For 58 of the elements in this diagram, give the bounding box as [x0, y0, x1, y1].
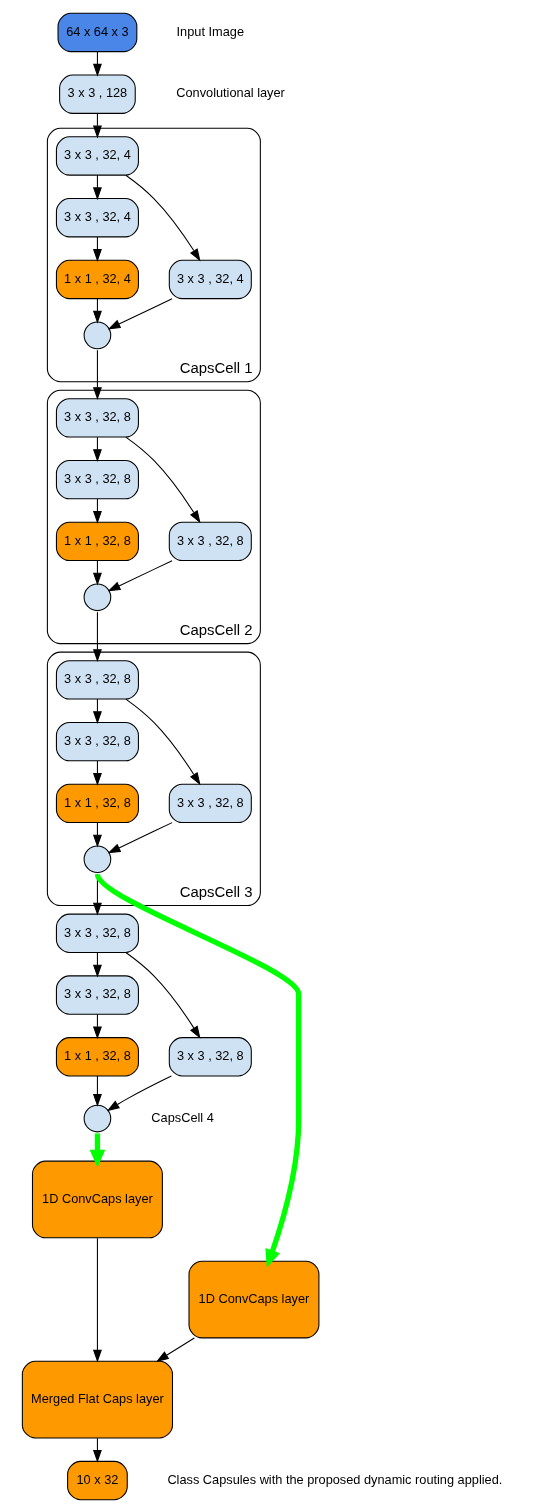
arrow: [125, 436, 201, 523]
arrow: [92, 821, 102, 848]
arrow: [92, 497, 102, 524]
node-box: 3 x 3 , 32, 4: [55, 197, 139, 237]
node-box: 10 x 32: [67, 1460, 128, 1500]
arrow: [107, 821, 173, 853]
arrow: [89, 1132, 106, 1168]
node-box: 1D ConvCaps layer: [31, 1160, 163, 1238]
arrow: [92, 235, 102, 262]
arrow: [92, 297, 102, 324]
arrow: [106, 1075, 172, 1111]
arrow: [92, 1013, 102, 1039]
arrow: [156, 1336, 195, 1362]
arrow: [92, 1075, 102, 1107]
arrow: [92, 611, 102, 662]
arrow: [92, 559, 102, 586]
node-box: 1 x 1 , 32, 4: [55, 259, 139, 299]
arrow: [92, 50, 102, 77]
node-box: 3 x 3 , 32, 4: [168, 259, 252, 299]
node-box: 1D ConvCaps layer: [188, 1260, 320, 1338]
node-label: Class Capsules with the proposed dynamic routing applied.: [167, 1471, 503, 1487]
arrow: [92, 349, 102, 400]
arrow: [125, 951, 201, 1039]
node-box: 3 x 3 , 128: [59, 74, 136, 114]
node-circle: [83, 844, 112, 873]
node-box: 3 x 3 , 32, 8: [168, 521, 252, 561]
node-box: 3 x 3 , 32, 8: [55, 459, 139, 499]
arrow: [125, 174, 201, 261]
node-box: 1 x 1 , 32, 8: [55, 783, 139, 823]
arrow: [92, 1437, 102, 1463]
arrow: [92, 174, 102, 200]
arrow: [107, 297, 173, 329]
node-box: 3 x 3 , 32, 8: [55, 721, 139, 761]
arrow: [92, 112, 102, 138]
node-circle: [83, 321, 112, 349]
node-box: 64 x 64 x 3: [57, 12, 138, 52]
label: CapsCell 4: [151, 1109, 214, 1125]
node-label: Convolutional layer: [176, 84, 285, 100]
arrow: [125, 698, 201, 785]
node-box: 3 x 3 , 32, 4: [55, 135, 139, 176]
node-box: 3 x 3 , 32, 8: [55, 659, 139, 700]
arrow: [92, 759, 102, 786]
node-box: 1 x 1 , 32, 8: [55, 521, 139, 561]
arrow: [92, 698, 102, 724]
node-box: 3 x 3 , 32, 8: [168, 1036, 252, 1076]
node-box: 3 x 3 , 32, 8: [55, 397, 139, 438]
node-circle: [83, 582, 112, 611]
arrow: [92, 1237, 102, 1363]
node-box: 1 x 1 , 32, 8: [55, 1036, 139, 1076]
node-box: Merged Flat Caps layer: [21, 1360, 174, 1438]
node-box: 3 x 3 , 32, 8: [55, 913, 139, 953]
node-box: 3 x 3 , 32, 8: [55, 974, 139, 1015]
node-box: 3 x 3 , 32, 8: [168, 783, 252, 823]
node-circle: [83, 1104, 112, 1132]
arrow: [92, 951, 102, 977]
arrow: [92, 436, 102, 462]
node-label: Input Image: [176, 23, 245, 39]
arrow: [107, 559, 173, 591]
